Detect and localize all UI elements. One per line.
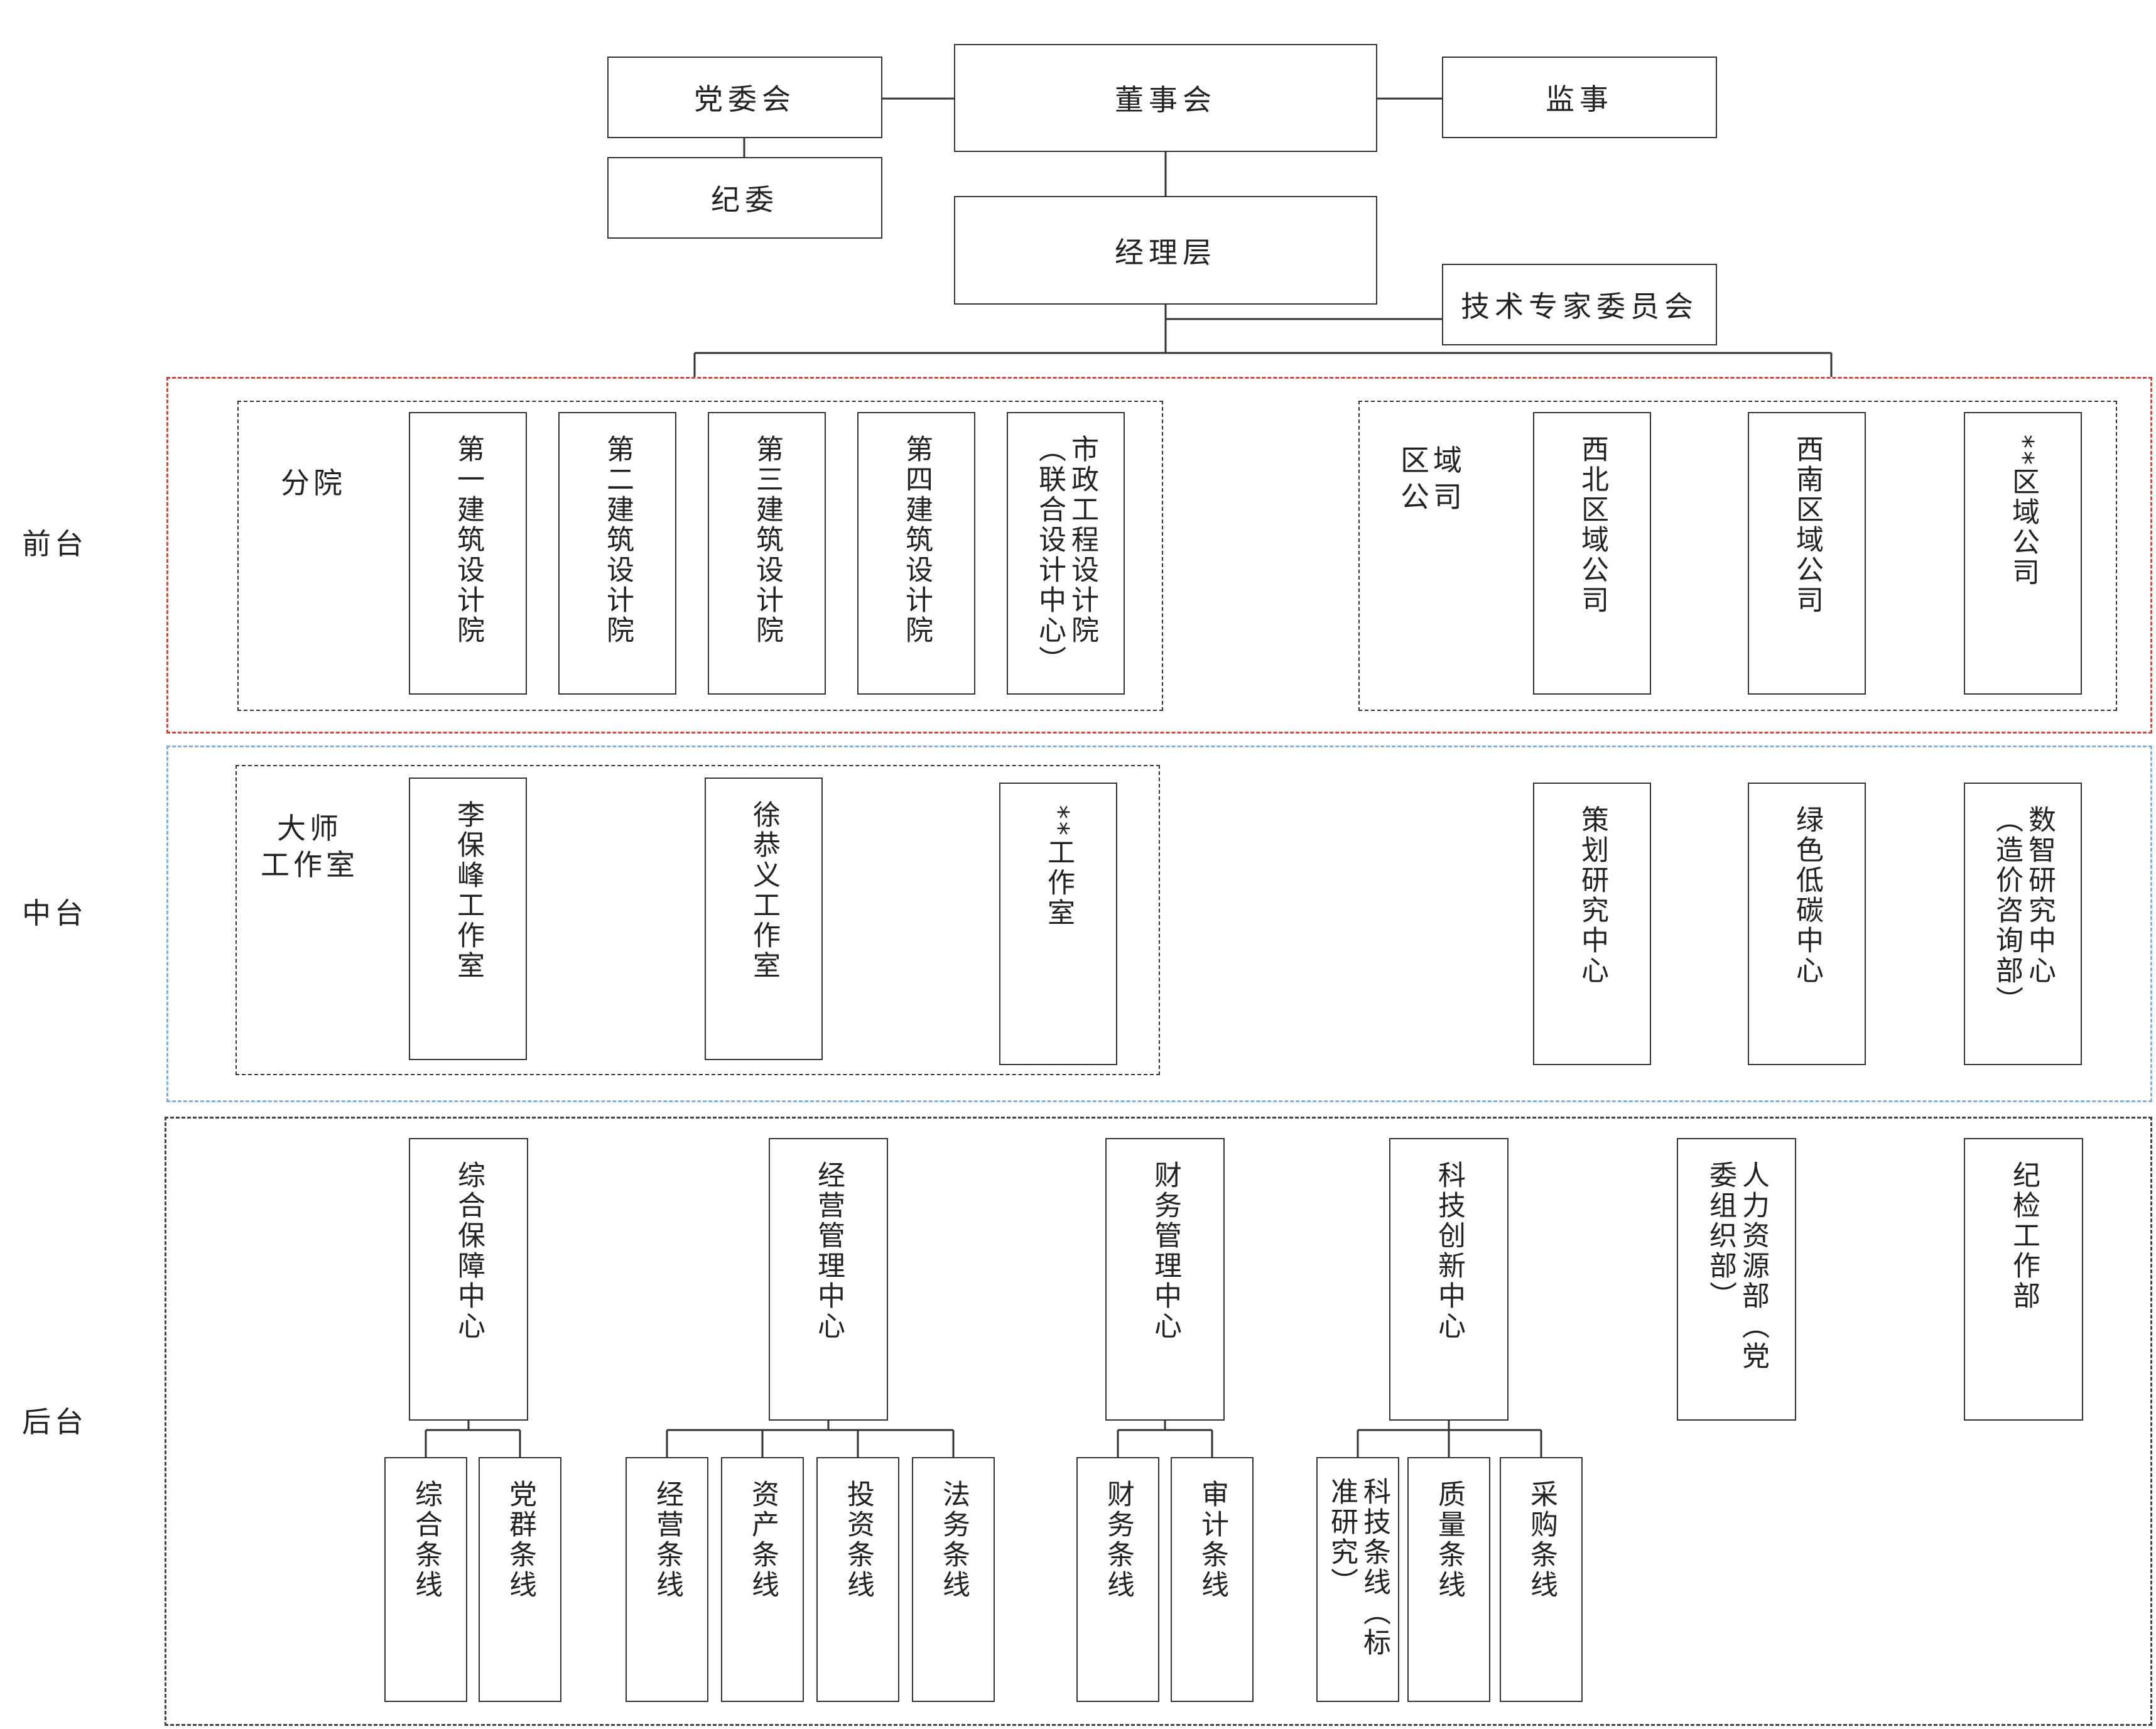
back-center-box: 纪检工作部: [1964, 1138, 2083, 1421]
line-box: 采购条线: [1500, 1457, 1583, 1702]
studio-label: 徐恭义工作室: [748, 800, 780, 981]
region-box: **区域公司: [1964, 412, 2082, 695]
tier-label-front: 前台: [22, 527, 87, 561]
branch-group: [237, 401, 1163, 711]
line-label: 审计条线: [1196, 1480, 1228, 1600]
studio-label: 李保峰工作室: [452, 800, 484, 981]
back-center-box: 科技创新中心: [1389, 1138, 1509, 1421]
line-label: 采购条线: [1525, 1480, 1557, 1600]
region-box: 西北区域公司: [1533, 412, 1651, 695]
branch-box: 第三建筑设计院: [708, 412, 826, 695]
line-box: 财务条线: [1076, 1457, 1159, 1702]
line-box: 党群条线: [479, 1457, 561, 1702]
middle-center-label: 绿色低碳中心: [1791, 805, 1823, 986]
studio-label: **工作室: [1043, 805, 1075, 928]
discipline-committee-label: 纪委: [711, 183, 779, 217]
studio-group: [236, 765, 1160, 1075]
line-label: 法务条线: [938, 1480, 970, 1600]
back-center-label: 科技创新中心: [1433, 1161, 1465, 1341]
line-label: 质量条线: [1433, 1480, 1465, 1600]
line-label: 投资条线: [842, 1480, 874, 1600]
middle-center-label: 策划研究中心: [1576, 805, 1608, 986]
branch-label: 市政工程设计院（联合设计中心）: [1034, 435, 1098, 676]
management-label: 经理层: [1115, 235, 1216, 269]
front-zone: [166, 377, 2152, 734]
region-label: 西北区域公司: [1576, 435, 1608, 615]
middle-center-box: 绿色低碳中心: [1748, 783, 1866, 1065]
studio-box: 李保峰工作室: [409, 778, 527, 1060]
branch-group-label: 分院: [281, 466, 346, 500]
line-label: 科技条线（标准研究）: [1326, 1477, 1390, 1658]
branch-label: 第三建筑设计院: [751, 435, 783, 646]
line-label: 综合条线: [410, 1480, 442, 1600]
studio-box: 徐恭义工作室: [705, 778, 823, 1060]
branch-box: 第四建筑设计院: [857, 412, 975, 695]
back-zone: [165, 1117, 2152, 1726]
board-label: 董事会: [1115, 83, 1216, 117]
branch-label: 第二建筑设计院: [602, 435, 634, 646]
region-box: 西南区域公司: [1748, 412, 1866, 695]
party-committee-label: 党委会: [694, 82, 796, 116]
region-label: **区域公司: [2007, 435, 2039, 588]
back-center-label: 经营管理中心: [813, 1161, 845, 1341]
tech-committee-box: 技术专家委员会: [1442, 264, 1717, 345]
line-box: 资产条线: [721, 1457, 804, 1702]
line-box: 法务条线: [912, 1457, 995, 1702]
back-center-label: 纪检工作部: [2008, 1161, 2040, 1311]
line-box: 综合条线: [384, 1457, 467, 1702]
party-committee-box: 党委会: [607, 57, 882, 138]
studio-group-label: 大师 工作室: [261, 811, 359, 882]
line-box: 经营条线: [626, 1457, 708, 1702]
region-group: [1358, 401, 2117, 711]
management-box: 经理层: [954, 196, 1377, 305]
line-label: 党群条线: [504, 1480, 536, 1600]
back-center-box: 综合保障中心: [409, 1138, 528, 1421]
line-box: 审计条线: [1171, 1457, 1254, 1702]
back-center-box: 人力资源部（党委组织部）: [1677, 1138, 1796, 1421]
branch-box: 第二建筑设计院: [558, 412, 676, 695]
back-center-box: 经营管理中心: [769, 1138, 888, 1421]
region-group-label: 区域 公司: [1400, 443, 1466, 514]
back-center-box: 财务管理中心: [1105, 1138, 1225, 1421]
middle-center-box: 策划研究中心: [1533, 783, 1651, 1065]
middle-center-label: 数智研究中心（造价咨询部）: [1991, 805, 2056, 1016]
branch-box: 第一建筑设计院: [409, 412, 527, 695]
middle-center-box: 数智研究中心（造价咨询部）: [1964, 783, 2082, 1065]
back-center-label: 财务管理中心: [1149, 1161, 1181, 1341]
tier-label-middle: 中台: [22, 896, 87, 930]
line-label: 财务条线: [1102, 1480, 1134, 1600]
branch-box: 市政工程设计院（联合设计中心）: [1007, 412, 1125, 695]
board-box: 董事会: [954, 44, 1377, 152]
line-box: 质量条线: [1407, 1457, 1490, 1702]
back-center-label: 人力资源部（党委组织部）: [1704, 1161, 1769, 1372]
line-box: 科技条线（标准研究）: [1316, 1457, 1399, 1702]
tech-committee-label: 技术专家委员会: [1461, 290, 1698, 323]
branch-label: 第四建筑设计院: [901, 435, 933, 646]
middle-zone: [166, 745, 2152, 1102]
tier-label-back: 后台: [22, 1405, 87, 1439]
supervisor-label: 监事: [1546, 82, 1613, 116]
line-box: 投资条线: [816, 1457, 899, 1702]
studio-box: **工作室: [999, 783, 1117, 1065]
line-label: 资产条线: [747, 1480, 779, 1600]
back-center-label: 综合保障中心: [453, 1161, 485, 1341]
discipline-committee-box: 纪委: [607, 157, 882, 239]
branch-label: 第一建筑设计院: [452, 435, 484, 646]
supervisor-box: 监事: [1442, 57, 1717, 138]
line-label: 经营条线: [651, 1480, 683, 1600]
region-label: 西南区域公司: [1791, 435, 1823, 615]
